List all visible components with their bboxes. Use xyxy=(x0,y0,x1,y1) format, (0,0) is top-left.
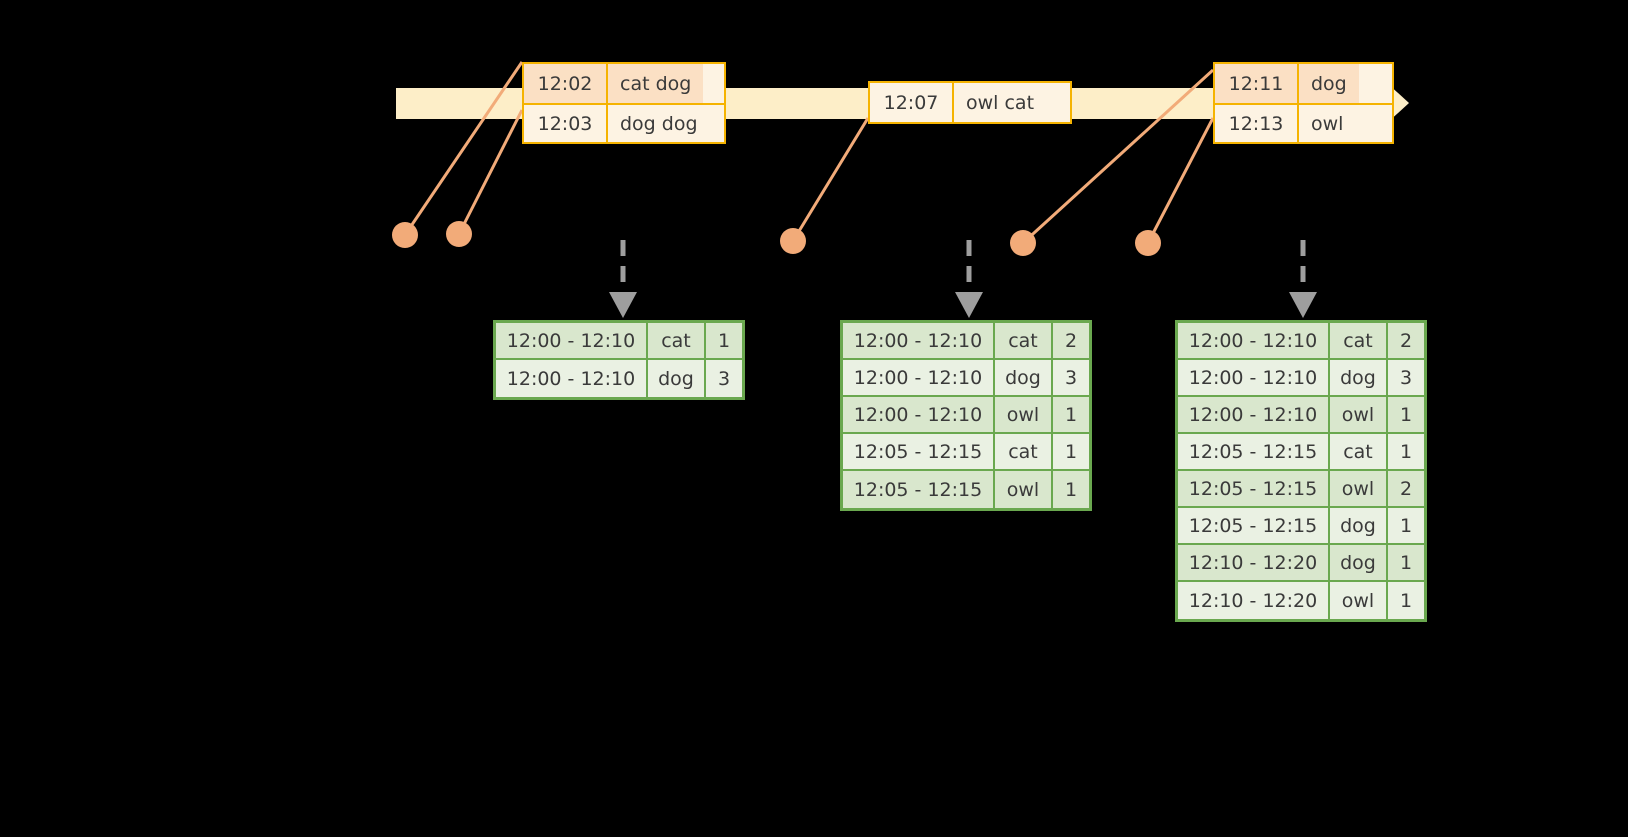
cell-window: 12:00 - 12:10 xyxy=(843,397,995,432)
cell-word: cat xyxy=(1330,434,1388,469)
cell-word: owl xyxy=(1330,397,1388,432)
event-words: cat dog xyxy=(608,64,704,103)
cell-count: 1 xyxy=(1053,471,1089,508)
event-box-group-1: 12:02 cat dog 12:03 dog dog xyxy=(522,62,726,144)
cell-count: 1 xyxy=(1388,545,1424,580)
event-words: owl xyxy=(1311,112,1344,135)
cell-word: owl xyxy=(995,397,1053,432)
cell-count: 1 xyxy=(1388,508,1424,543)
cell-window: 12:00 - 12:10 xyxy=(1178,397,1330,432)
event-marker-dot xyxy=(392,222,418,248)
cell-count: 3 xyxy=(706,360,742,397)
cell-word: dog xyxy=(1330,545,1388,580)
event-words: dog xyxy=(1299,64,1359,103)
cell-word: dog xyxy=(648,360,706,397)
cell-window: 12:10 - 12:20 xyxy=(1178,582,1330,619)
cell-word: cat xyxy=(995,323,1053,358)
cell-window: 12:05 - 12:15 xyxy=(1178,508,1330,543)
cell-window: 12:10 - 12:20 xyxy=(1178,545,1330,580)
cell-count: 2 xyxy=(1388,323,1424,358)
dashed-down-arrow-icon xyxy=(1289,240,1317,318)
event-box-group-3: 12:11 dog 12:13 owl xyxy=(1213,62,1394,144)
event-time: 12:02 xyxy=(524,64,608,103)
cell-window: 12:00 - 12:10 xyxy=(1178,323,1330,358)
cell-window: 12:05 - 12:15 xyxy=(843,471,995,508)
cell-window: 12:00 - 12:10 xyxy=(843,323,995,358)
event-box-group-2: 12:07 owl cat xyxy=(868,81,1072,124)
event-time: 12:11 xyxy=(1215,64,1299,103)
event-time: 12:07 xyxy=(870,83,954,122)
cell-count: 3 xyxy=(1388,360,1424,395)
cell-word: dog xyxy=(995,360,1053,395)
event-time: 12:13 xyxy=(1215,105,1299,142)
cell-word: owl xyxy=(1330,471,1388,506)
cell-count: 1 xyxy=(1388,434,1424,469)
cell-window: 12:05 - 12:15 xyxy=(1178,434,1330,469)
cell-window: 12:00 - 12:10 xyxy=(843,360,995,395)
cell-word: cat xyxy=(995,434,1053,469)
dashed-down-arrow-icon xyxy=(609,240,637,318)
dashed-down-arrow-icon xyxy=(955,240,983,318)
cell-word: owl xyxy=(1330,582,1388,619)
cell-word: dog xyxy=(1330,360,1388,395)
cell-count: 2 xyxy=(1053,323,1089,358)
cell-window: 12:00 - 12:10 xyxy=(496,323,648,358)
cell-count: 3 xyxy=(1053,360,1089,395)
cell-window: 12:00 - 12:10 xyxy=(496,360,648,397)
cell-word: owl xyxy=(995,471,1053,508)
cell-word: dog xyxy=(1330,508,1388,543)
cell-count: 2 xyxy=(1388,471,1424,506)
event-words: owl cat xyxy=(966,91,1035,114)
cell-count: 1 xyxy=(1388,582,1424,619)
cell-count: 1 xyxy=(1053,397,1089,432)
event-row: 12:03 dog dog xyxy=(524,103,724,142)
event-marker-dot xyxy=(1010,230,1036,256)
cell-count: 1 xyxy=(1388,397,1424,432)
event-time: 12:03 xyxy=(524,105,608,142)
event-row: 12:02 cat dog xyxy=(524,64,724,103)
cell-window: 12:05 - 12:15 xyxy=(1178,471,1330,506)
cell-count: 1 xyxy=(706,323,742,358)
event-words: dog dog xyxy=(620,112,698,135)
event-row: 12:07 owl cat xyxy=(870,83,1070,122)
cell-count: 1 xyxy=(1053,434,1089,469)
event-marker-dot xyxy=(446,221,472,247)
event-marker-dot xyxy=(780,228,806,254)
cell-window: 12:05 - 12:15 xyxy=(843,434,995,469)
event-row: 12:11 dog xyxy=(1215,64,1392,103)
cell-window: 12:00 - 12:10 xyxy=(1178,360,1330,395)
cell-word: cat xyxy=(1330,323,1388,358)
event-marker-dot xyxy=(1135,230,1161,256)
event-row: 12:13 owl xyxy=(1215,103,1392,142)
cell-word: cat xyxy=(648,323,706,358)
